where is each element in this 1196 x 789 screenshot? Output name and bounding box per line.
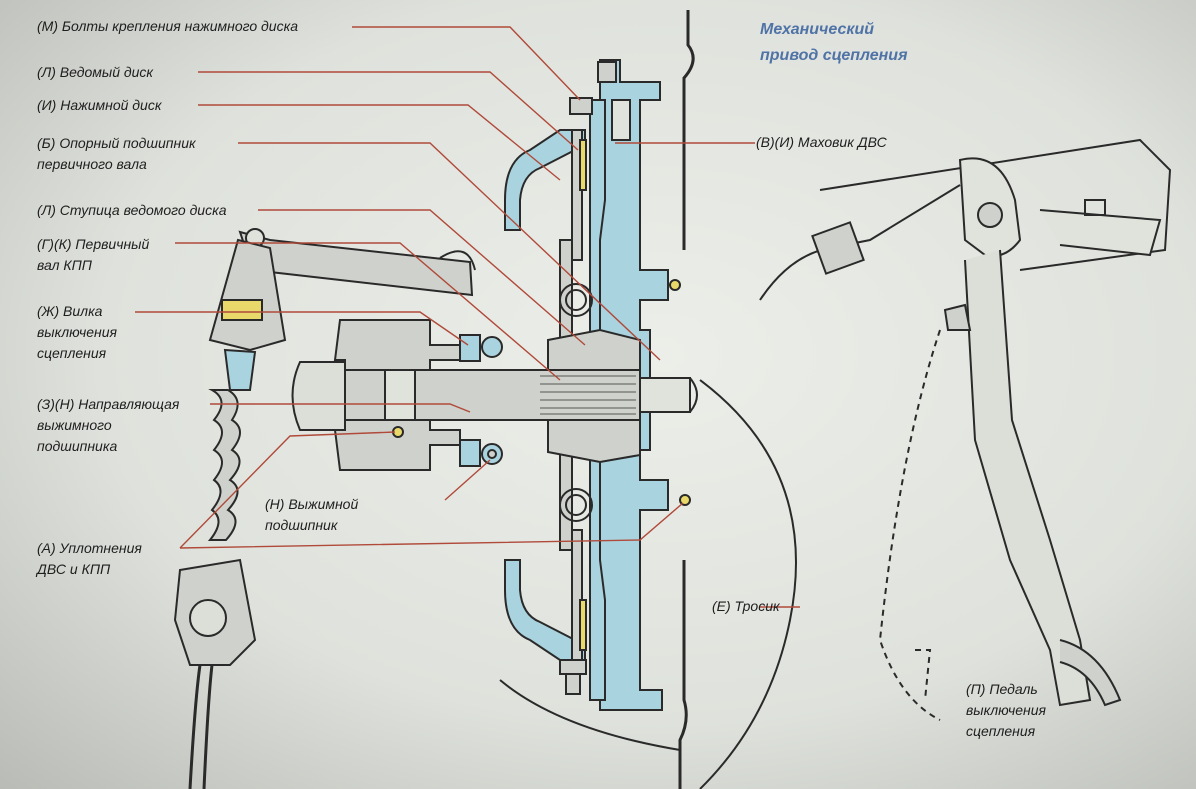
label-seals-2: ДВС и КПП [37, 561, 111, 577]
diagram-title-line1: Механический [760, 21, 875, 38]
label-support-bearing-1: (Б) Опорный подшипник [37, 135, 196, 151]
label-cable: (Е) Тросик [712, 598, 780, 614]
label-input-shaft-1: (Г)(К) Первичный [37, 236, 150, 252]
leader-guide [210, 403, 471, 413]
label-release-bearing-2: подшипник [265, 517, 338, 533]
cable-assembly [173, 238, 287, 789]
leader-fork [135, 311, 469, 346]
label-flywheel: (В)(И) Маховик ДВС [756, 134, 887, 150]
damper-springs [559, 283, 593, 522]
leader-release-bearing [444, 459, 491, 501]
gearbox-housing [291, 319, 461, 471]
leader-driven-disc [198, 71, 579, 151]
label-fork-3: сцепления [37, 345, 107, 361]
label-support-bearing-2: первичного вала [37, 156, 147, 172]
leader-seals-1 [179, 431, 396, 549]
label-input-shaft-2: вал КПП [37, 257, 92, 273]
leader-seals-2 [179, 502, 684, 549]
label-guide-2: выжимного [37, 417, 112, 433]
label-pedal-2: выключения [966, 702, 1047, 718]
label-release-bearing-1: (Н) Выжимной [265, 496, 359, 512]
leader-input-shaft [175, 242, 561, 381]
label-driven-disc: (Л) Ведомый диск [37, 64, 154, 80]
label-hub: (Л) Ступица ведомого диска [37, 202, 227, 218]
release-bearing [392, 279, 691, 506]
label-fork-1: (Ж) Вилка [37, 303, 103, 319]
pedal-assembly [759, 138, 1172, 721]
label-guide-1: (З)(Н) Направляющая [37, 396, 180, 412]
leader-bolts [352, 26, 581, 101]
leader-pressure-disc [198, 104, 561, 181]
bell-housing [499, 679, 681, 751]
label-bolts: (М) Болты крепления нажимного диска [37, 18, 298, 34]
leader-support-bearing [238, 142, 661, 361]
label-fork-2: выключения [37, 324, 118, 340]
label-seals-1: (А) Уплотнения [37, 540, 142, 556]
engine-wall [678, 10, 695, 789]
label-guide-3: подшипника [37, 438, 118, 454]
label-pedal-3: сцепления [966, 723, 1036, 739]
diagram-title-line2: привод сцепления [760, 47, 908, 64]
leader-lines [135, 26, 800, 608]
leader-hub [258, 209, 586, 346]
cover-bolts [559, 61, 617, 695]
housing-arc [699, 379, 797, 789]
label-pressure-disc: (И) Нажимной диск [37, 97, 162, 113]
label-pedal-1: (П) Педаль [966, 681, 1038, 697]
